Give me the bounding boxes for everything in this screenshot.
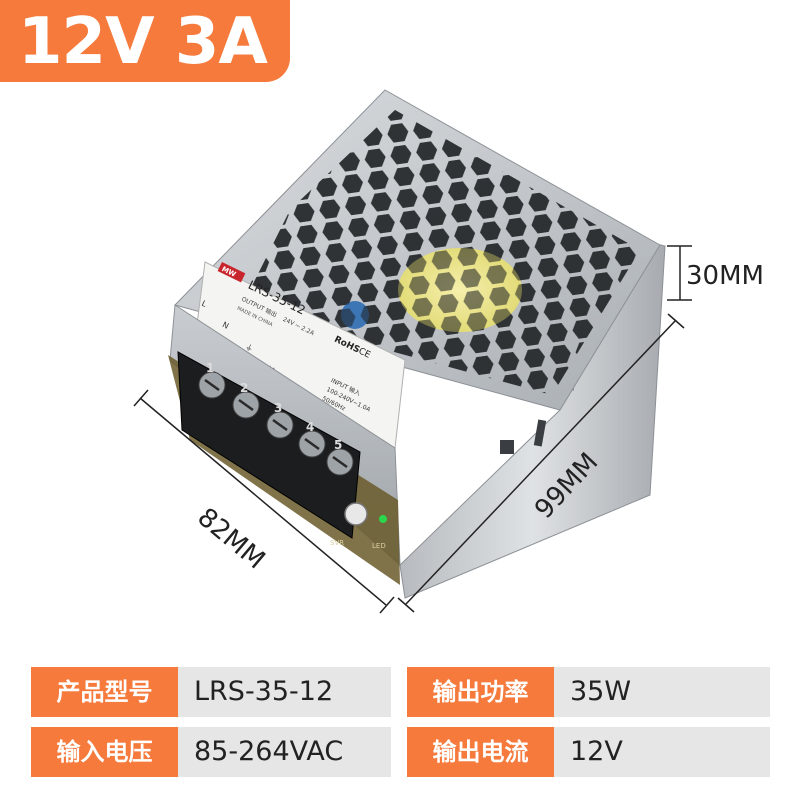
svr-label: SVR xyxy=(330,539,344,547)
spec-value-output-current: 12V xyxy=(554,727,770,777)
terminal-number-5: 5 xyxy=(334,438,342,452)
spec-key-output-current: 输出电流 xyxy=(407,727,554,777)
spec-row-input-voltage: 输入电压 85-264VAC xyxy=(31,727,391,777)
spec-row-power: 输出功率 35W xyxy=(407,667,770,717)
status-led xyxy=(379,515,387,523)
dimension-height-label: 30MM xyxy=(686,261,764,291)
title-badge: 12V 3A xyxy=(0,0,290,82)
spec-row-output-current: 输出电流 12V xyxy=(407,727,770,777)
terminal-label-l: L xyxy=(200,299,208,309)
terminal-number-4: 4 xyxy=(306,420,314,434)
ce-mark: CE xyxy=(357,346,372,360)
badge-text: 12V 3A xyxy=(18,5,268,79)
spec-value-power: 35W xyxy=(554,667,770,717)
spec-row-model: 产品型号 LRS-35-12 xyxy=(31,667,391,717)
terminal-label-n: N xyxy=(221,320,230,331)
spec-key-model: 产品型号 xyxy=(31,667,178,717)
terminal-number-3: 3 xyxy=(274,401,282,415)
led-label: LED xyxy=(372,542,386,550)
dimension-height xyxy=(667,245,692,301)
terminal-number-2: 2 xyxy=(240,381,248,395)
spec-key-power: 输出功率 xyxy=(407,667,554,717)
spec-value-model: LRS-35-12 xyxy=(178,667,391,717)
product-photo: MW LRS-35-12 OUTPUT 输出 24V ⎓ 2.2A MADE I… xyxy=(133,89,764,614)
spec-value-input-voltage: 85-264VAC xyxy=(178,727,391,777)
trim-pot xyxy=(344,502,368,526)
terminal-number-1: 1 xyxy=(206,361,214,375)
dimension-width-label: 82MM xyxy=(192,502,271,575)
terminal-label-gnd: ⏚ xyxy=(243,342,254,354)
spec-key-input-voltage: 输入电压 xyxy=(31,727,178,777)
terminal-block: 1 2 3 4 5 xyxy=(177,351,361,539)
dimension-width xyxy=(133,389,395,614)
dimension-depth xyxy=(397,313,685,613)
